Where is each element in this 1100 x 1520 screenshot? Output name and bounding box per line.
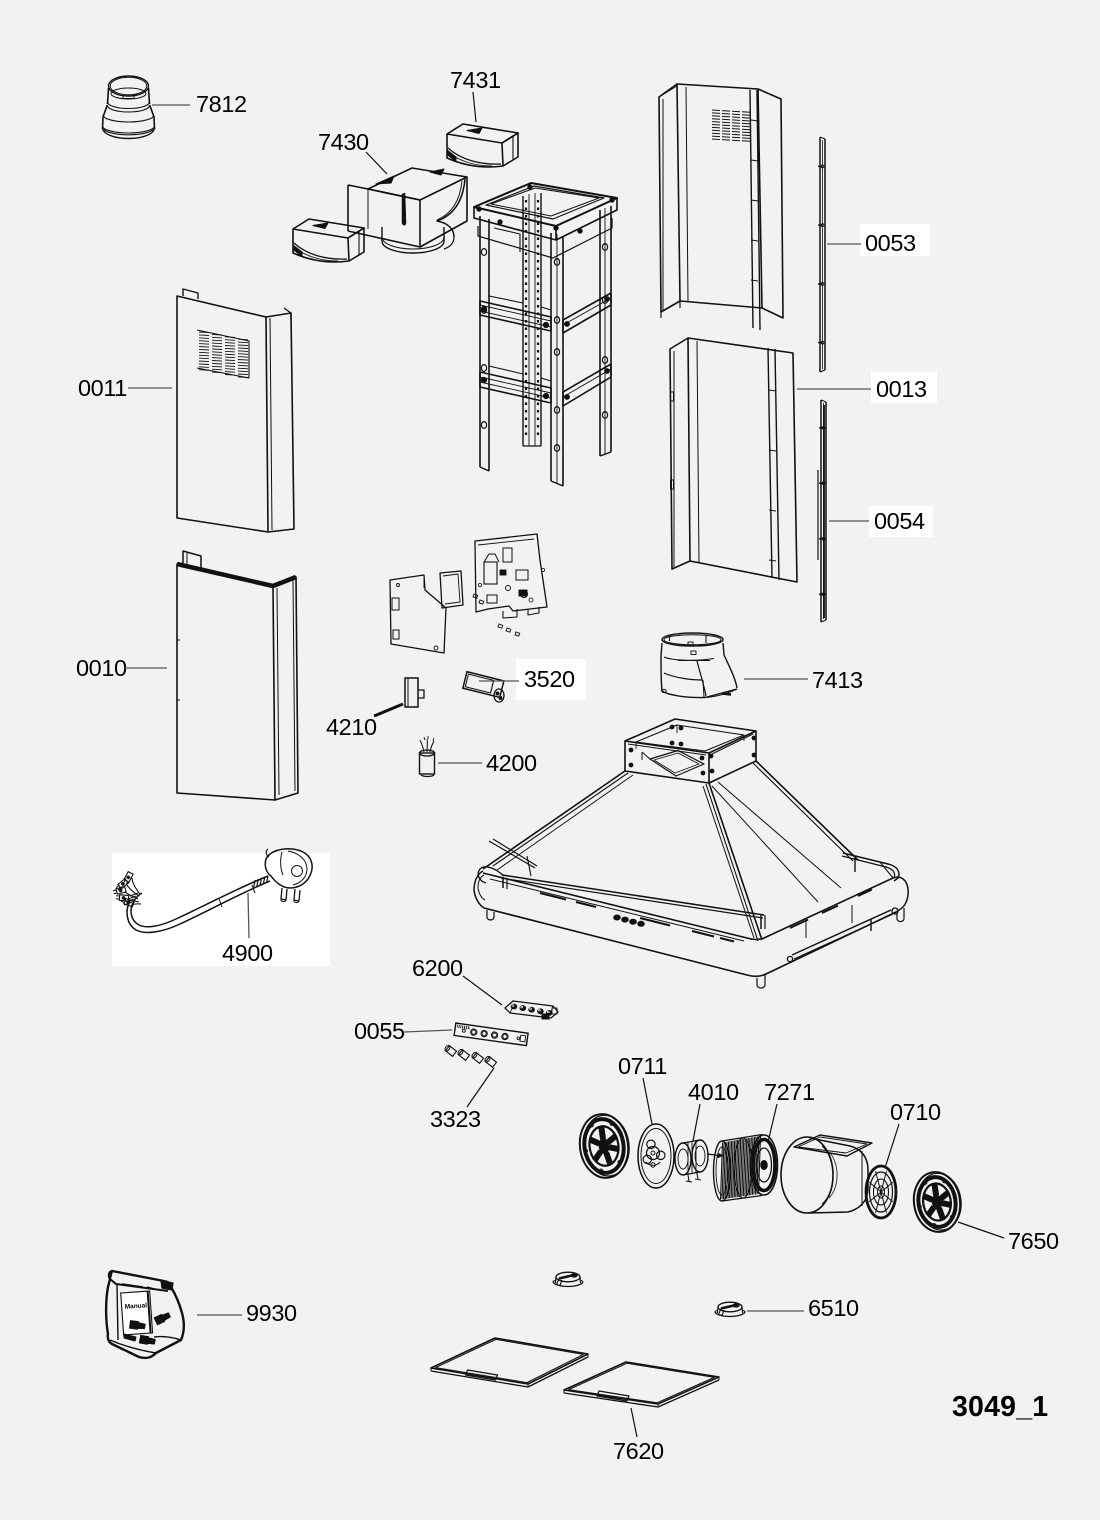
svg-text:6200: 6200 [412, 955, 463, 981]
svg-text:7430: 7430 [318, 129, 369, 155]
svg-text:Manual: Manual [124, 1302, 147, 1311]
svg-text:7812: 7812 [196, 91, 247, 117]
svg-text:0010: 0010 [76, 655, 127, 681]
svg-text:0011: 0011 [78, 375, 127, 401]
svg-text:7271: 7271 [764, 1079, 815, 1105]
svg-text:0055: 0055 [354, 1018, 405, 1044]
svg-text:7650: 7650 [1008, 1228, 1059, 1254]
svg-text:6510: 6510 [808, 1295, 859, 1321]
svg-text:3049_1: 3049_1 [952, 1391, 1048, 1423]
svg-text:0710: 0710 [890, 1099, 941, 1125]
svg-text:0054: 0054 [874, 508, 925, 534]
svg-text:7620: 7620 [613, 1438, 664, 1464]
svg-text:9930: 9930 [246, 1300, 297, 1326]
svg-text:4900: 4900 [222, 940, 273, 966]
svg-text:7413: 7413 [812, 667, 863, 693]
svg-text:4200: 4200 [486, 750, 537, 776]
svg-text:4210: 4210 [326, 714, 377, 740]
svg-text:3520: 3520 [524, 666, 575, 692]
svg-text:7431: 7431 [450, 67, 501, 93]
svg-text:4010: 4010 [688, 1079, 739, 1105]
svg-text:0711: 0711 [618, 1053, 667, 1079]
svg-text:0013: 0013 [876, 376, 927, 402]
svg-text:3323: 3323 [430, 1106, 481, 1132]
svg-text:0053: 0053 [865, 230, 916, 256]
